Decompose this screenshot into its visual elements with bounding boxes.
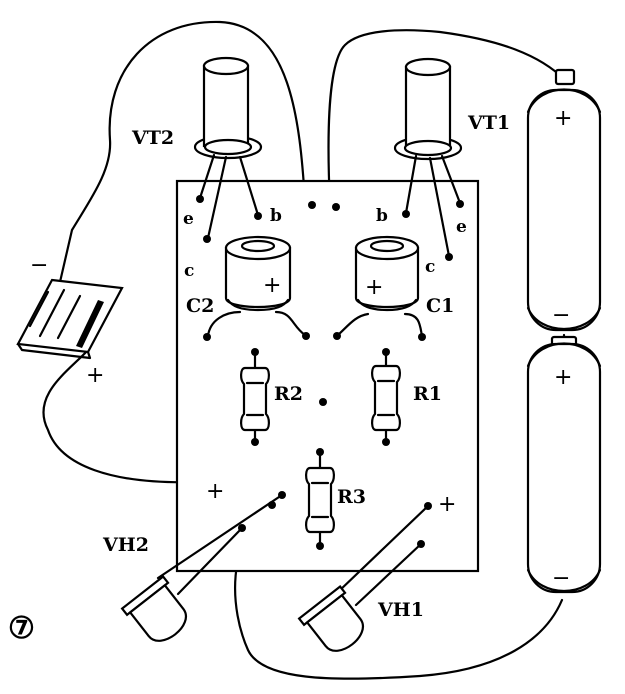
- c2-plus-sign: +: [263, 273, 281, 298]
- figure-number: ⑦: [8, 611, 35, 646]
- battery-bottom-minus: −: [552, 566, 570, 591]
- wire-bottom-to-battery: [233, 503, 564, 680]
- vt2-label: VT2: [131, 127, 174, 149]
- c1-plus-sign: +: [365, 275, 383, 300]
- c1-label: C1: [426, 295, 454, 317]
- battery-top-minus: −: [552, 303, 570, 328]
- vh2-plus-sign: +: [206, 479, 224, 504]
- r2-label: R2: [274, 383, 303, 405]
- transistor-vt2: [193, 56, 263, 243]
- led-vh2: [120, 493, 284, 642]
- transistor-vt1: [393, 57, 464, 261]
- solar-panel: [16, 278, 124, 360]
- wire-vt2-to-panel: [58, 20, 307, 284]
- resistor-r3: [305, 448, 335, 550]
- solder-dot: [332, 203, 340, 211]
- capacitor-c2: [203, 235, 310, 341]
- solder-dot: [319, 398, 327, 406]
- vt1-label: VT1: [467, 112, 510, 134]
- wires: [42, 20, 567, 680]
- vt1-pin-e: e: [456, 217, 467, 237]
- solder-dot: [308, 201, 316, 209]
- capacitor-c1: [333, 235, 426, 341]
- panel-plus-sign: +: [86, 363, 104, 388]
- resistor-r1: [371, 348, 401, 446]
- battery-bottom-plus: +: [554, 365, 572, 390]
- resistor-r2: [240, 348, 270, 446]
- vh1-label: VH1: [377, 599, 424, 621]
- vt2-pin-c: c: [184, 261, 194, 281]
- r1-label: R1: [413, 383, 442, 405]
- panel-minus-sign: −: [30, 253, 48, 278]
- led-vh1: [297, 504, 430, 652]
- vh1-plus-sign: +: [438, 492, 456, 517]
- wire-panel-to-battery-top: [327, 29, 567, 207]
- battery-top-cell: [526, 68, 602, 332]
- c2-label: C2: [186, 295, 214, 317]
- vt1-pin-c: c: [425, 257, 435, 277]
- battery-top-plus: +: [554, 106, 572, 131]
- battery-bottom-cell: [526, 335, 602, 594]
- vh2-label: VH2: [102, 534, 149, 556]
- r3-label: R3: [337, 486, 366, 508]
- vt1-pin-b: b: [376, 206, 388, 226]
- vt2-pin-e: e: [183, 209, 194, 229]
- vt2-pin-b: b: [270, 206, 282, 226]
